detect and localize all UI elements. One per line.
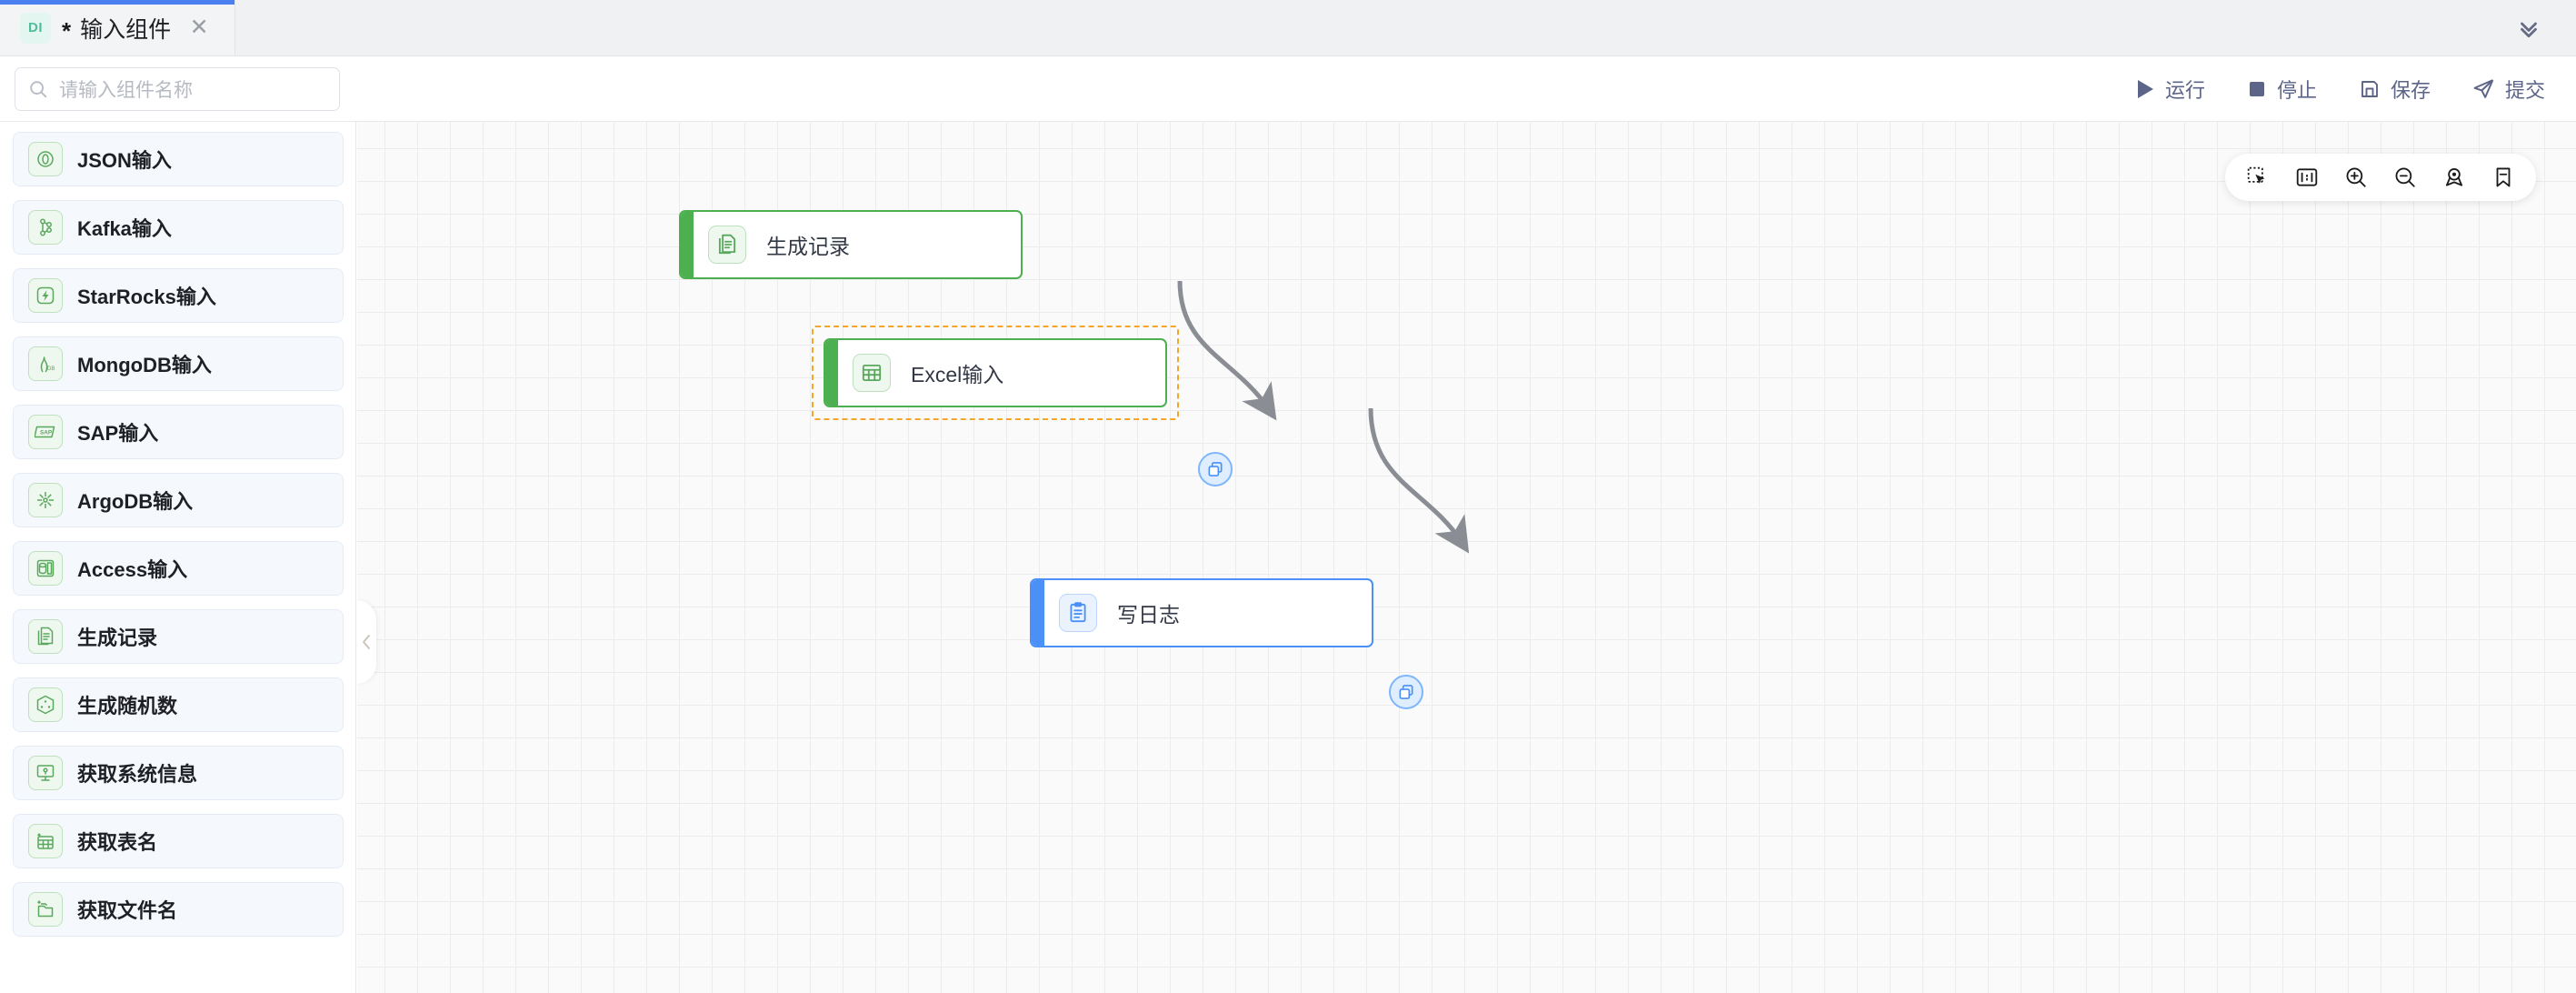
sidebar-item-label: Access输入	[77, 558, 188, 581]
table-name-icon	[28, 824, 63, 858]
save-icon	[2361, 80, 2378, 97]
sidebar-item-label: 获取系统信息	[77, 763, 198, 786]
sidebar-item[interactable]: JSON输入	[13, 132, 344, 186]
stop-button[interactable]: 停止	[2247, 75, 2317, 104]
stop-button-label: 停止	[2276, 78, 2317, 102]
save-button-label: 保存	[2390, 78, 2431, 102]
flow-canvas[interactable]: 生成记录 Excel输入	[357, 122, 2576, 993]
canvas-toolbar	[2225, 154, 2536, 201]
starrocks-icon	[28, 278, 63, 313]
search-input[interactable]: 请输入组件名称	[15, 66, 340, 111]
sidebar-item-label: Kafka输入	[77, 217, 172, 240]
dice-icon	[28, 687, 63, 722]
file-name-icon	[28, 892, 63, 927]
sidebar-item[interactable]: Access输入	[13, 541, 344, 596]
access-icon	[28, 551, 63, 586]
copy-icon	[1399, 685, 1413, 699]
node-label: 生成记录	[766, 235, 850, 258]
node-accent-bar	[825, 340, 838, 406]
kafka-icon	[28, 210, 63, 245]
fit-screen-icon[interactable]	[2287, 157, 2327, 197]
chevron-left-icon	[363, 635, 370, 649]
sidebar-item[interactable]: SAP SAP输入	[13, 405, 344, 459]
stop-icon	[2249, 81, 2264, 96]
action-buttons: 运行 停止 保存 提交	[2135, 75, 2576, 104]
close-icon[interactable]: ✕	[189, 15, 209, 40]
node-write-log[interactable]: 写日志	[1030, 578, 1373, 647]
edge-n2-n3	[1368, 407, 1470, 554]
edge-badge-copy-1[interactable]	[1198, 452, 1233, 486]
tab-bar-right	[2509, 0, 2576, 55]
search-wrapper: 请输入组件名称	[0, 66, 340, 111]
bookmark-icon[interactable]	[2483, 157, 2523, 197]
run-button[interactable]: 运行	[2135, 75, 2205, 104]
search-placeholder: 请输入组件名称	[59, 79, 193, 101]
generate-record-icon	[28, 619, 63, 654]
tab-type-badge: DI	[20, 12, 51, 44]
tab-bar: DI * 输入组件 ✕	[0, 0, 2576, 56]
argodb-icon	[28, 483, 63, 517]
node-generate-record[interactable]: 生成记录	[679, 210, 1023, 279]
excel-icon	[853, 354, 891, 392]
zoom-in-icon[interactable]	[2336, 157, 2376, 197]
sidebar-item[interactable]: 获取表名	[13, 814, 344, 868]
node-accent-bar	[1032, 580, 1044, 646]
sidebar-item[interactable]: StarRocks输入	[13, 268, 344, 323]
submit-button[interactable]: 提交	[2472, 75, 2545, 104]
node-accent-bar	[681, 212, 694, 277]
sidebar-item-label: 生成记录	[77, 627, 158, 649]
sidebar-item-label: StarRocks输入	[77, 286, 216, 308]
run-button-label: 运行	[2164, 78, 2205, 102]
sidebar-item-label: SAP输入	[77, 422, 159, 445]
zoom-out-icon[interactable]	[2385, 157, 2425, 197]
node-excel-input[interactable]: Excel输入	[824, 338, 1167, 407]
tab-dirty-marker: *	[62, 16, 72, 45]
svg-text:DB: DB	[47, 366, 55, 372]
sidebar-item[interactable]: 生成记录	[13, 609, 344, 664]
sap-icon: SAP	[28, 415, 63, 449]
locate-icon[interactable]	[2434, 157, 2474, 197]
sidebar-item-label: JSON输入	[77, 149, 172, 172]
system-info-icon	[28, 756, 63, 790]
sidebar-item-label: 生成随机数	[77, 695, 178, 717]
sidebar-collapse-handle[interactable]	[356, 600, 376, 684]
write-log-icon	[1059, 594, 1097, 632]
play-icon	[2137, 79, 2153, 98]
svg-text:SAP: SAP	[40, 429, 53, 436]
node-label: Excel输入	[911, 363, 1004, 386]
send-icon	[2473, 79, 2494, 98]
node-label: 写日志	[1117, 603, 1180, 627]
edge-n1-n2	[1177, 280, 1277, 421]
sidebar-item[interactable]: DB MongoDB输入	[13, 336, 344, 391]
mongodb-icon: DB	[28, 346, 63, 381]
sidebar-item-label: ArgoDB输入	[77, 490, 194, 513]
sidebar-item[interactable]: 获取文件名	[13, 882, 344, 937]
sidebar-item[interactable]: 获取系统信息	[13, 746, 344, 800]
submit-button-label: 提交	[2504, 78, 2545, 102]
tab-title: 输入组件	[80, 16, 172, 43]
sidebar-item-label: 获取表名	[77, 831, 158, 854]
save-button[interactable]: 保存	[2359, 75, 2431, 104]
select-cursor-icon[interactable]	[2238, 157, 2278, 197]
chevron-double-down-icon[interactable]	[2509, 8, 2549, 48]
json-icon	[28, 142, 63, 176]
sidebar-item[interactable]: Kafka输入	[13, 200, 344, 255]
sidebar-item[interactable]: ArgoDB输入	[13, 473, 344, 527]
tab-input-component[interactable]: DI * 输入组件 ✕	[0, 0, 236, 55]
sidebar-item-label: MongoDB输入	[77, 354, 212, 376]
action-toolbar: 请输入组件名称 运行 停止 保存 提交	[0, 56, 2576, 122]
sidebar-item-label: 获取文件名	[77, 899, 178, 922]
sidebar-item[interactable]: 生成随机数	[13, 677, 344, 732]
edge-badge-copy-2[interactable]	[1389, 675, 1423, 709]
generate-record-icon	[708, 226, 746, 264]
copy-icon	[1208, 462, 1223, 476]
search-icon	[30, 80, 47, 97]
